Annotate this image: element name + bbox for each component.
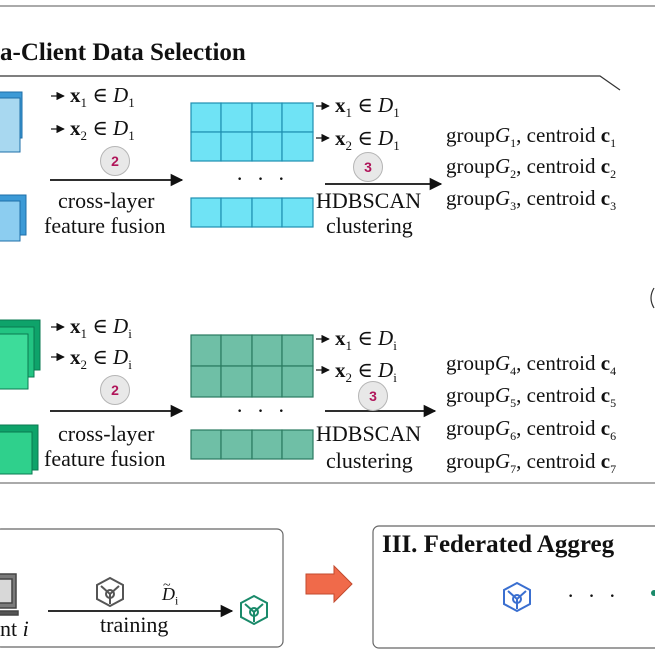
client1-x2-label: x2 ∈ D1 [70,116,135,144]
computer-icon [0,573,19,616]
client1-cluster-label-1: HDBSCAN [316,188,422,213]
model-icon-gray [96,576,124,608]
model-icon-green [240,594,268,626]
training-panel [0,528,284,648]
client1-fusion-label-2: feature fusion [44,213,166,238]
clienti-x1-label: x1 ∈ Di [70,314,132,342]
training-data-label: ~Di [162,578,179,608]
right-edge-paren [650,287,655,309]
model-icon-partial [651,590,655,596]
client1-fused-grid [190,102,314,228]
client1-ellipsis: · · · [236,166,289,191]
aggregation-ellipsis: · · · [567,583,620,608]
model-icon-blue [503,581,531,613]
clienti-x1-result: x1 ∈ Di [335,326,397,354]
clienti-cluster-label-1: HDBSCAN [316,421,422,446]
clienti-feature-stack [0,319,41,475]
section2-title: a-Client Data Selection [0,39,246,66]
clienti-cluster-label-2: clustering [326,448,413,473]
clienti-fused-grid [190,334,314,460]
clienti-fusion-label-1: cross-layer [58,421,155,446]
client1-cluster-label-2: clustering [326,213,413,238]
clienti-ellipsis: · · · [236,398,289,423]
clienti-group-6: groupG6, centroid c6 [446,416,617,444]
aggregation-panel [372,525,655,649]
small-arrows [51,91,330,375]
client1-feature-stack [0,91,27,242]
clienti-x2-label: x2 ∈ Di [70,345,132,373]
client1-group-1: groupG1, centroid c1 [446,123,617,151]
client-i-label: nt i [0,616,29,641]
client1-x1-result: x1 ∈ D1 [335,93,400,121]
client1-step2-badge: 2 [100,146,130,176]
client1-x1-label: x1 ∈ D1 [70,83,135,111]
clienti-group-4: groupG4, centroid c4 [446,351,617,379]
title-bracket [0,75,621,91]
client1-fusion-label-1: cross-layer [58,188,155,213]
clienti-step3-badge: 3 [358,381,388,411]
section3-title: III. Federated Aggreg [382,531,615,558]
client1-x2-result: x2 ∈ D1 [335,126,400,154]
clienti-fusion-label-2: feature fusion [44,446,166,471]
clienti-x2-result: x2 ∈ Di [335,358,397,386]
transition-arrow [305,564,353,604]
client1-group-2: groupG2, centroid c2 [446,154,617,182]
clienti-group-5: groupG5, centroid c5 [446,383,617,411]
clienti-step2-badge: 2 [100,375,130,405]
clienti-group-7: groupG7, centroid c7 [446,449,617,477]
client1-step3-badge: 3 [353,152,383,182]
training-label: training [100,612,169,637]
client1-group-3: groupG3, centroid c3 [446,186,617,214]
